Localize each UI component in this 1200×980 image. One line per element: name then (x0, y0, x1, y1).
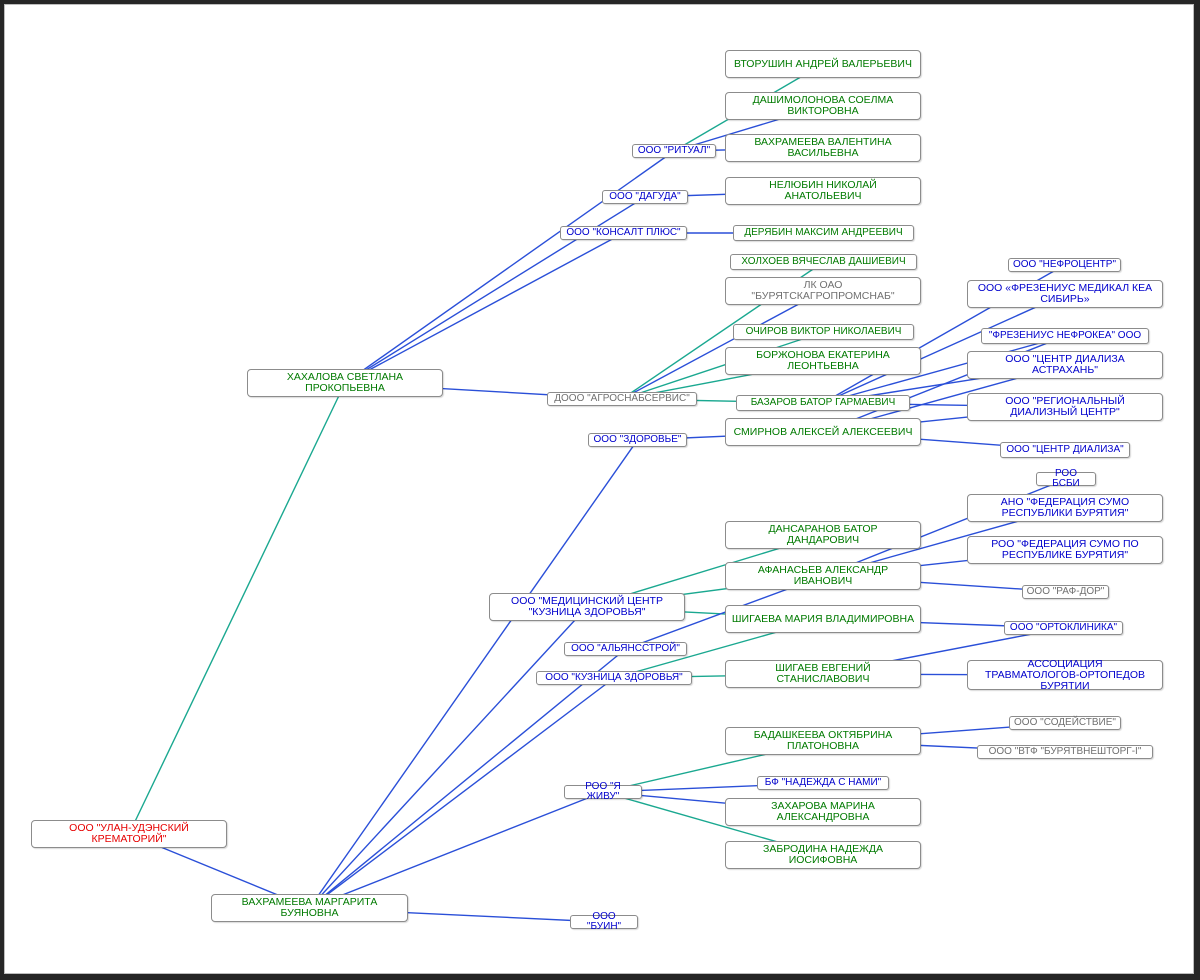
node-lk-oao-buryatskagropromsnab[interactable]: ЛК ОАО "БУРЯТСКАГРОПРОМСНАБ" (725, 277, 921, 305)
edge-agrosnab-lk_oao (621, 290, 824, 400)
node-dialysis-center[interactable]: ООО "ЦЕНТР ДИАЛИЗА" (1000, 442, 1130, 458)
node-vakhrameeva-valentina[interactable]: ВАХРАМЕЕВА ВАЛЕНТИНА ВАСИЛЬЕВНА (725, 134, 921, 162)
edge-vakhrameeva_m-alyansstroy (309, 648, 626, 909)
graph-canvas: ООО "УЛАН-УДЭНСКИЙ КРЕМАТОРИЙ" ХАХАЛОВА … (4, 4, 1194, 974)
node-medical-center-kuznica-zdorovya[interactable]: ООО "МЕДИЦИНСКИЙ ЦЕНТР "КУЗНИЦА ЗДОРОВЬЯ… (489, 593, 685, 621)
node-bazarov[interactable]: БАЗАРОВ БАТОР ГАРМАЕВИЧ (736, 395, 910, 411)
node-afanasiev[interactable]: АФАНАСЬЕВ АЛЕКСАНДР ИВАНОВИЧ (725, 562, 921, 590)
node-sodeystvie[interactable]: ООО "СОДЕЙСТВИЕ" (1009, 716, 1121, 730)
node-zabrodina[interactable]: ЗАБРОДИНА НАДЕЖДА ИОСИФОВНА (725, 841, 921, 869)
node-raf-dor[interactable]: ООО "РАФ-ДОР" (1022, 585, 1109, 599)
node-ano-sumo-federation[interactable]: АНО "ФЕДЕРАЦИЯ СУМО РЕСПУБЛИКИ БУРЯТИЯ" (967, 494, 1163, 522)
node-vtorushin[interactable]: ВТОРУШИН АНДРЕЙ ВАЛЕРЬЕВИЧ (725, 50, 921, 78)
node-kuznica-zdorovya[interactable]: ООО "КУЗНИЦА ЗДОРОВЬЯ" (536, 671, 692, 685)
edge-bazarov-fresenius_sib (822, 293, 1066, 404)
node-khakhalova[interactable]: ХАХАЛОВА СВЕТЛАНА ПРОКОПЬЕВНА (247, 369, 443, 397)
node-ochirov[interactable]: ОЧИРОВ ВИКТОР НИКОЛАЕВИЧ (733, 324, 914, 340)
node-smirnov[interactable]: СМИРНОВ АЛЕКСЕЙ АЛЕКСЕЕВИЧ (725, 418, 921, 446)
edge-vakhrameeva_m-zdorovie (308, 439, 639, 909)
node-borzhonova[interactable]: БОРЖОНОВА ЕКАТЕРИНА ЛЕОНТЬЕВНА (725, 347, 921, 375)
node-agrosnabservis[interactable]: ДООО "АГРОСНАБСЕРВИС" (547, 392, 697, 406)
edge-agrosnab-ochirov (621, 331, 824, 400)
node-fresenius-nephrocare[interactable]: "ФРЕЗЕНИУС НЕФРОКЕА" ООО (981, 328, 1149, 344)
edge-root-khakhalova (128, 382, 346, 835)
node-zakharova[interactable]: ЗАХАРОВА МАРИНА АЛЕКСАНДРОВНА (725, 798, 921, 826)
node-vtf-buryatvneshtorg[interactable]: ООО "ВТФ "БУРЯТВНЕШТОРГ-I" (977, 745, 1153, 759)
node-ulan-ude-crematorium[interactable]: ООО "УЛАН-УДЭНСКИЙ КРЕМАТОРИЙ" (31, 820, 227, 848)
edge-vakhrameeva_m-roo_zhivu (309, 791, 604, 909)
node-nefrocentr[interactable]: ООО "НЕФРОЦЕНТР" (1008, 258, 1121, 272)
node-fresenius-medical-care-siberia[interactable]: ООО «ФРЕЗЕНИУС МЕДИКАЛ КЕА СИБИРЬ» (967, 280, 1163, 308)
node-dialysis-center-astrakhan[interactable]: ООО "ЦЕНТР ДИАЛИЗА АСТРАХАНЬ" (967, 351, 1163, 379)
node-buin[interactable]: ООО "БУИН" (570, 912, 638, 932)
edge-khakhalova-daguda (344, 196, 646, 384)
edge-khakhalova-ritual (344, 150, 675, 384)
node-alyansstroy[interactable]: ООО "АЛЬЯНССТРОЙ" (564, 642, 687, 656)
node-shigaev[interactable]: ШИГАЕВ ЕВГЕНИЙ СТАНИСЛАВОВИЧ (725, 660, 921, 688)
node-zdorovie[interactable]: ООО "ЗДОРОВЬЕ" (588, 433, 687, 447)
edge-vakhrameeva_m-kuznica (309, 677, 615, 909)
node-bf-nadezhda-s-nami[interactable]: БФ "НАДЕЖДА С НАМИ" (757, 776, 889, 790)
node-konsalt-plus[interactable]: ООО "КОНСАЛТ ПЛЮС" (560, 226, 687, 240)
node-dansaranov[interactable]: ДАНСАРАНОВ БАТОР ДАНДАРОВИЧ (725, 521, 921, 549)
node-shigaeva[interactable]: ШИГАЕВА МАРИЯ ВЛАДИМИРОВНА (725, 605, 921, 633)
node-badashkeeva[interactable]: БАДАШКЕЕВА ОКТЯБРИНА ПЛАТОНОВНА (725, 727, 921, 755)
node-roo-bsbi[interactable]: РОО БСБИ (1036, 469, 1096, 489)
edge-khakhalova-konsalt (344, 232, 624, 384)
node-daguda[interactable]: ООО "ДАГУДА" (602, 190, 688, 204)
node-deryabin[interactable]: ДЕРЯБИН МАКСИМ АНДРЕЕВИЧ (733, 225, 914, 241)
node-nelyubin[interactable]: НЕЛЮБИН НИКОЛАЙ АНАТОЛЬЕВИЧ (725, 177, 921, 205)
edge-vakhrameeva_m-med_center (308, 606, 588, 909)
node-ritual[interactable]: ООО "РИТУАЛ" (632, 144, 716, 158)
node-roo-sumo-federation[interactable]: РОО "ФЕДЕРАЦИЯ СУМО ПО РЕСПУБЛИКЕ БУРЯТИ… (967, 536, 1163, 564)
node-roo-ya-zhivu[interactable]: РОО "Я ЖИВУ" (564, 782, 642, 802)
edge-bazarov-fresenius_nef (822, 335, 1066, 404)
node-dashimolonova[interactable]: ДАШИМОЛОНОВА СОЕЛМА ВИКТОРОВНА (725, 92, 921, 120)
node-vakhrameeva-margarita[interactable]: ВАХРАМЕЕВА МАРГАРИТА БУЯНОВНА (211, 894, 408, 922)
node-regional-dialysis-center[interactable]: ООО "РЕГИОНАЛЬНЫЙ ДИАЛИЗНЫЙ ЦЕНТР" (967, 393, 1163, 421)
node-association-traumatologists[interactable]: АССОЦИАЦИЯ ТРАВМАТОЛОГОВ-ОРТОПЕДОВ БУРЯТ… (967, 658, 1163, 691)
node-ortoklinika[interactable]: ООО "ОРТОКЛИНИКА" (1004, 621, 1123, 635)
node-kholkhoev[interactable]: ХОЛХОЕВ ВЯЧЕСЛАВ ДАШИЕВИЧ (730, 254, 917, 270)
